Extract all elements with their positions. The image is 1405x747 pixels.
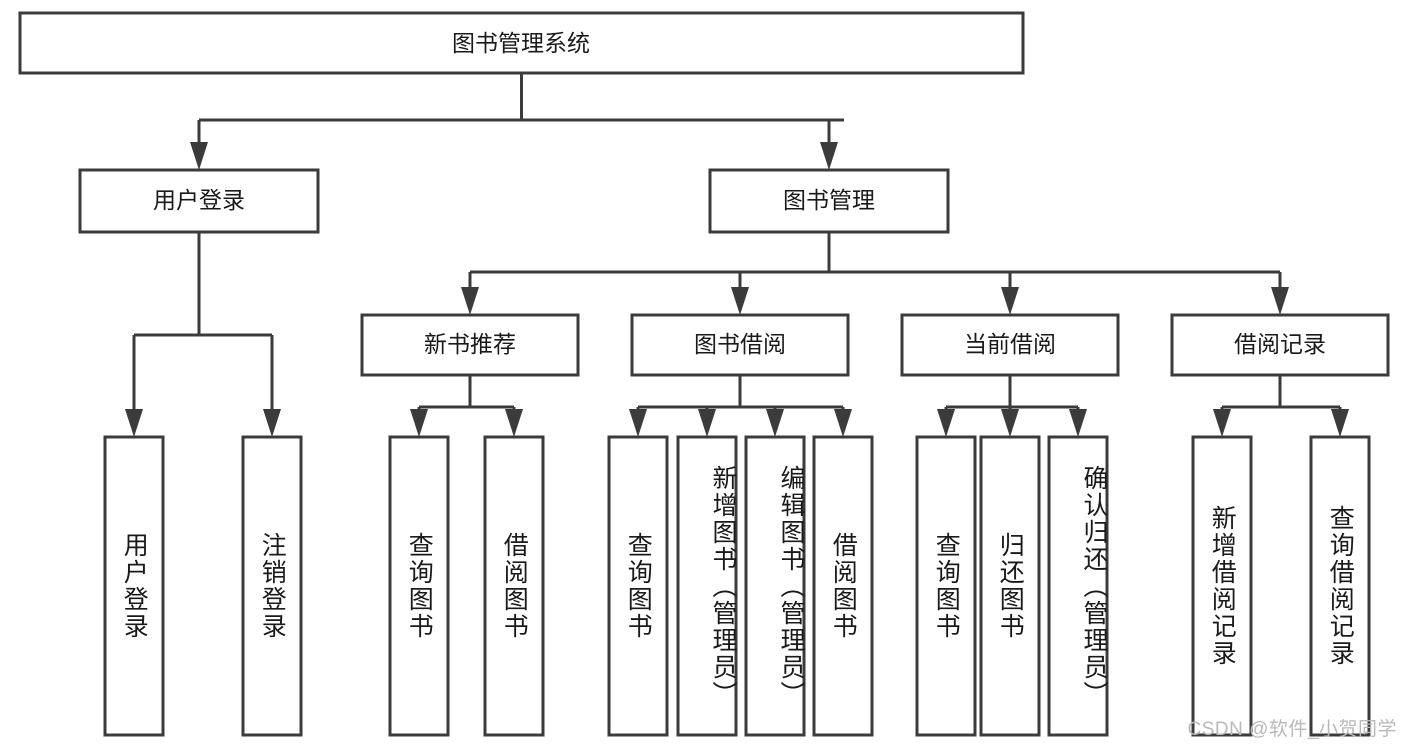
node-new-book-recommend-box[interactable] [360,313,580,377]
node-book-borrow[interactable]: 图书借阅 [630,313,850,377]
node-current-borrow[interactable]: 当前借阅 [900,313,1120,377]
leaf-box-borrow-record-1[interactable] [1309,435,1371,737]
arrow-current-borrow-leaf2 [1001,409,1019,437]
node-book-borrow-label: 图书借阅 [694,331,786,357]
arrow-new-book-leaf2 [505,409,523,437]
node-new-book-recommend-label: 新书推荐 [424,331,516,357]
leaf-boxes [103,435,1371,737]
leaf-box-current-borrow-2[interactable] [1047,435,1109,737]
node-book-mgmt-label: 图书管理 [783,187,875,213]
leaf-box-book-borrow-0[interactable] [607,435,669,737]
node-new-book-recommend[interactable]: 新书推荐 [360,313,580,377]
arrow-book-mgmt-c2 [731,287,749,315]
leaf-box-book-borrow-1[interactable] [676,435,738,737]
node-user-login-box[interactable] [78,168,320,234]
node-book-borrow-box[interactable] [630,313,850,377]
connectors-book-borrow-to-leaves [629,375,852,437]
arrow-current-borrow-leaf3 [1069,409,1087,437]
leaf-box-book-borrow-3[interactable] [812,435,874,737]
arrow-book-mgmt-c4 [1271,287,1289,315]
csdn-watermark: CSDN @软件_小贺同学 [1187,719,1397,740]
connectors-root-to-level2 [190,73,844,170]
node-borrow-record-label: 借阅记录 [1234,331,1326,357]
leaf-box-current-borrow-1[interactable] [979,435,1041,737]
arrow-book-borrow-leaf1 [629,409,647,437]
arrow-root-to-book-mgmt [820,142,838,170]
leaf-box-current-borrow-0[interactable] [915,435,977,737]
arrow-root-to-user-login [190,142,208,170]
node-borrow-record[interactable]: 借阅记录 [1170,313,1390,377]
arrow-book-mgmt-c1 [461,287,479,315]
connectors-new-book-to-leaves [410,375,523,437]
node-book-mgmt-box[interactable] [708,168,950,234]
leaf-box-user-login-1[interactable] [241,435,303,737]
arrow-user-login-leaf2 [263,409,281,437]
node-current-borrow-label: 当前借阅 [964,331,1056,357]
node-borrow-record-box[interactable] [1170,313,1390,377]
arrow-borrow-record-leaf2 [1331,409,1349,437]
leaf-box-borrow-record-0[interactable] [1191,435,1253,737]
arrow-book-borrow-leaf2 [698,409,716,437]
arrow-book-mgmt-c3 [1001,287,1019,315]
arrow-book-borrow-leaf3 [766,409,784,437]
leaf-box-new-book-0[interactable] [388,435,450,737]
leaf-box-user-login-0[interactable] [103,435,165,737]
arrow-book-borrow-leaf4 [834,409,852,437]
connectors-book-mgmt-to-level3 [461,232,1289,315]
arrow-new-book-leaf1 [410,409,428,437]
node-user-login[interactable]: 用户登录 [78,168,320,234]
arrow-current-borrow-leaf1 [937,409,955,437]
connectors-borrow-record-to-leaves [1213,375,1349,437]
connectors-user-login-to-leaves [125,232,281,437]
node-user-login-label: 用户登录 [153,187,245,213]
node-root-label: 图书管理系统 [452,30,590,56]
node-current-borrow-box[interactable] [900,313,1120,377]
arrow-borrow-record-leaf1 [1213,409,1231,437]
node-book-mgmt[interactable]: 图书管理 [708,168,950,234]
leaf-box-book-borrow-2[interactable] [744,435,806,737]
node-root-box[interactable] [18,11,1025,75]
leaf-box-new-book-1[interactable] [483,435,545,737]
connectors-current-borrow-to-leaves [937,375,1087,437]
node-root[interactable]: 图书管理系统 [18,11,1025,75]
arrow-user-login-leaf1 [125,409,143,437]
